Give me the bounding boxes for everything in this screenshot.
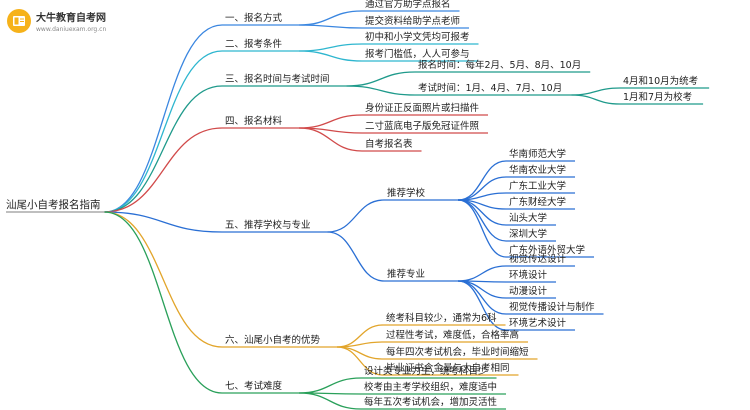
branch-node: 二、报考条件 bbox=[225, 38, 283, 50]
leaf-connector bbox=[457, 280, 507, 331]
child-node: 自考报名表 bbox=[365, 138, 413, 150]
leaf-node: 广东工业大学 bbox=[509, 180, 566, 192]
branch-node: 七、考试难度 bbox=[225, 380, 283, 392]
leaf-node: 华南师范大学 bbox=[509, 148, 566, 160]
child-connector bbox=[299, 43, 363, 52]
child-connector bbox=[299, 127, 363, 152]
child-connector bbox=[327, 199, 385, 233]
child-node: 报考门槛低，人人可参与 bbox=[365, 48, 470, 60]
child-node: 过程性考试，难度低，合格率高 bbox=[386, 329, 519, 341]
child-node: 提交资料给助学点老师 bbox=[365, 15, 460, 27]
leaf-node: 1月和7月为校考 bbox=[623, 91, 692, 103]
child-node: 推荐学校 bbox=[387, 187, 426, 199]
child-node: 推荐专业 bbox=[387, 268, 425, 280]
branch-connector bbox=[104, 127, 223, 213]
child-connector bbox=[327, 231, 385, 282]
leaf-node: 汕头大学 bbox=[509, 212, 547, 224]
child-node: 每年五次考试机会，增加灵活性 bbox=[364, 396, 498, 408]
branch-node: 三、报名时间与考试时间 bbox=[225, 73, 330, 85]
branch-node: 一、报名方式 bbox=[225, 12, 283, 24]
child-node: 校考由主考学校组织，难度适中 bbox=[364, 381, 497, 393]
leaf-node: 广东外语外贸大学 bbox=[509, 244, 585, 256]
child-connector bbox=[299, 377, 362, 394]
logo-url: www.daniuexam.org.cn bbox=[36, 26, 107, 33]
leaf-node: 广东财经大学 bbox=[509, 196, 566, 208]
branch-connector bbox=[104, 211, 223, 394]
leaf-connector bbox=[458, 280, 507, 299]
child-connector bbox=[299, 10, 363, 26]
child-connector bbox=[337, 324, 384, 348]
leaf-node: 华南农业大学 bbox=[509, 164, 566, 176]
child-connector bbox=[346, 71, 416, 87]
child-connector bbox=[299, 392, 362, 410]
leaf-node: 视觉传播设计与制作 bbox=[509, 301, 595, 313]
site-logo[interactable]: 大牛教育自考网 www.daniuexam.org.cn bbox=[6, 6, 156, 48]
child-node: 考试时间：1月、4月、7月、10月 bbox=[418, 82, 562, 94]
child-connector bbox=[337, 341, 384, 348]
leaf-connector bbox=[457, 199, 507, 258]
branch-node: 五、推荐学校与专业 bbox=[225, 219, 311, 231]
book-icon bbox=[7, 9, 31, 33]
branch-connector bbox=[104, 211, 223, 233]
child-connector bbox=[299, 114, 363, 129]
child-connector bbox=[299, 50, 363, 62]
child-connector bbox=[337, 346, 384, 360]
leaf-connector bbox=[571, 87, 621, 96]
leaf-connector bbox=[458, 265, 507, 282]
branch-connector bbox=[104, 211, 223, 348]
branch-node: 四、报名材料 bbox=[225, 115, 283, 127]
child-node: 每年四次考试机会，毕业时间缩短 bbox=[386, 346, 529, 358]
child-node: 报名时间：每年2月、5月、8月、10月 bbox=[418, 59, 581, 71]
branch-node: 六、汕尾小自考的优势 bbox=[225, 334, 321, 346]
branch-connector bbox=[104, 85, 223, 213]
branch-connector bbox=[104, 24, 223, 213]
root-node: 汕尾小自考报名指南 bbox=[6, 198, 101, 211]
leaf-node: 4月和10月为统考 bbox=[623, 75, 698, 87]
leaf-connector bbox=[457, 160, 507, 201]
leaf-node: 环境设计 bbox=[509, 269, 548, 281]
child-node: 统考科目较少，通常为6科 bbox=[386, 312, 497, 324]
leaf-node: 深圳大学 bbox=[509, 228, 547, 240]
leaf-node: 动漫设计 bbox=[509, 285, 548, 297]
child-connector bbox=[346, 85, 416, 96]
child-node: 初中和小学文凭均可报考 bbox=[365, 31, 470, 43]
child-node: 通过官方助学点报名 bbox=[365, 0, 451, 10]
branch-connector bbox=[104, 50, 223, 213]
child-connector bbox=[299, 24, 363, 29]
child-node: 二寸蓝底电子版免冠证件照 bbox=[365, 120, 480, 132]
leaf-node: 环境艺术设计 bbox=[509, 317, 567, 329]
child-node: 设计类专业为主，统考科目少 bbox=[364, 365, 488, 377]
leaf-connector bbox=[457, 199, 507, 242]
child-connector bbox=[336, 346, 384, 376]
child-node: 身份证正反面照片或扫描件 bbox=[365, 102, 480, 114]
leaf-node: 视觉传达设计 bbox=[509, 253, 567, 265]
logo-title: 大牛教育自考网 bbox=[36, 13, 106, 24]
leaf-connector bbox=[571, 94, 621, 105]
child-node: 毕业证书含金量与大自考相同 bbox=[386, 362, 510, 374]
